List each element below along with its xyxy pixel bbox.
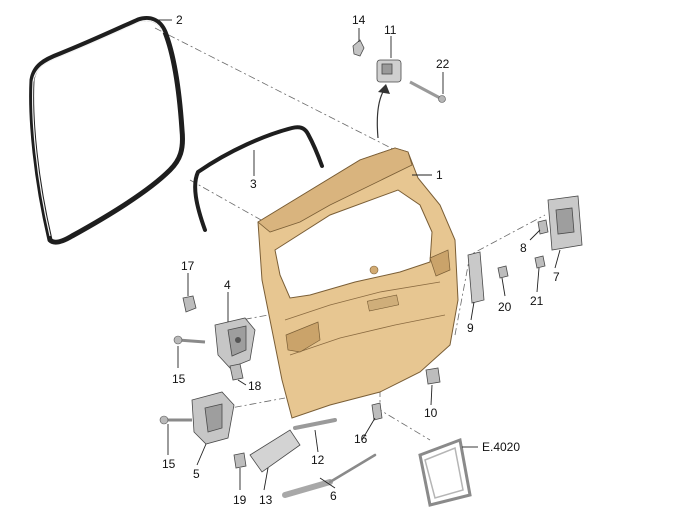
callout-3: 3 (250, 177, 257, 191)
screw-part-20 (497, 265, 509, 279)
callout-14: 14 (352, 13, 366, 27)
callout-20: 20 (498, 300, 512, 314)
callout-2: 2 (176, 13, 183, 27)
callout-8: 8 (520, 241, 527, 255)
bolt-part-17 (182, 295, 197, 313)
callout-7: 7 (553, 270, 560, 284)
callout-5: 5 (193, 467, 200, 481)
callout-17: 17 (181, 259, 195, 273)
lower-parts-group (249, 367, 441, 498)
leader-lines (158, 19, 561, 491)
upper-hinge-group (173, 295, 256, 381)
callout-12: 12 (311, 453, 325, 467)
bolt-part-15-upper (173, 335, 206, 345)
callout-11: 11 (384, 23, 397, 37)
bumper-part-10 (425, 367, 441, 385)
callout-15-lower: 15 (162, 457, 176, 471)
callout-e4020: E.4020 (482, 440, 520, 454)
callout-13: 13 (259, 493, 273, 507)
bumper-group (352, 39, 446, 139)
callout-10: 10 (424, 406, 438, 420)
latch-group (467, 195, 583, 304)
door-seal-part-2 (29, 16, 185, 245)
bolt-part-22 (409, 80, 446, 103)
handle-part-12 (293, 418, 337, 430)
callout-22: 22 (436, 57, 450, 71)
liftgate-panel-part-1 (257, 147, 459, 419)
callout-19: 19 (233, 493, 247, 507)
upper-seal-part-3 (193, 125, 324, 232)
bracket-reference (418, 437, 472, 507)
clip-part-16 (371, 402, 383, 421)
cover-part-13 (249, 429, 301, 473)
lower-hinge-group (159, 391, 247, 469)
callout-6: 6 (330, 489, 337, 503)
callouts: 2 1 3 14 11 22 17 4 15 18 15 5 19 13 12 … (162, 13, 560, 507)
callout-4: 4 (224, 278, 231, 292)
nut-part-18 (229, 363, 244, 381)
callout-18: 18 (248, 379, 262, 393)
striker-part-9 (467, 251, 485, 304)
callout-16: 16 (354, 432, 368, 446)
clip-part-14 (352, 39, 365, 57)
clip-part-8 (537, 219, 549, 235)
callout-9: 9 (467, 321, 474, 335)
callout-21: 21 (530, 294, 544, 308)
callout-15-upper: 15 (172, 372, 186, 386)
gas-strut-part-6 (282, 453, 377, 498)
nut-part-19 (233, 452, 247, 469)
screw-part-21 (534, 255, 546, 269)
bolt-part-15-lower (159, 415, 192, 425)
callout-1: 1 (436, 168, 443, 182)
